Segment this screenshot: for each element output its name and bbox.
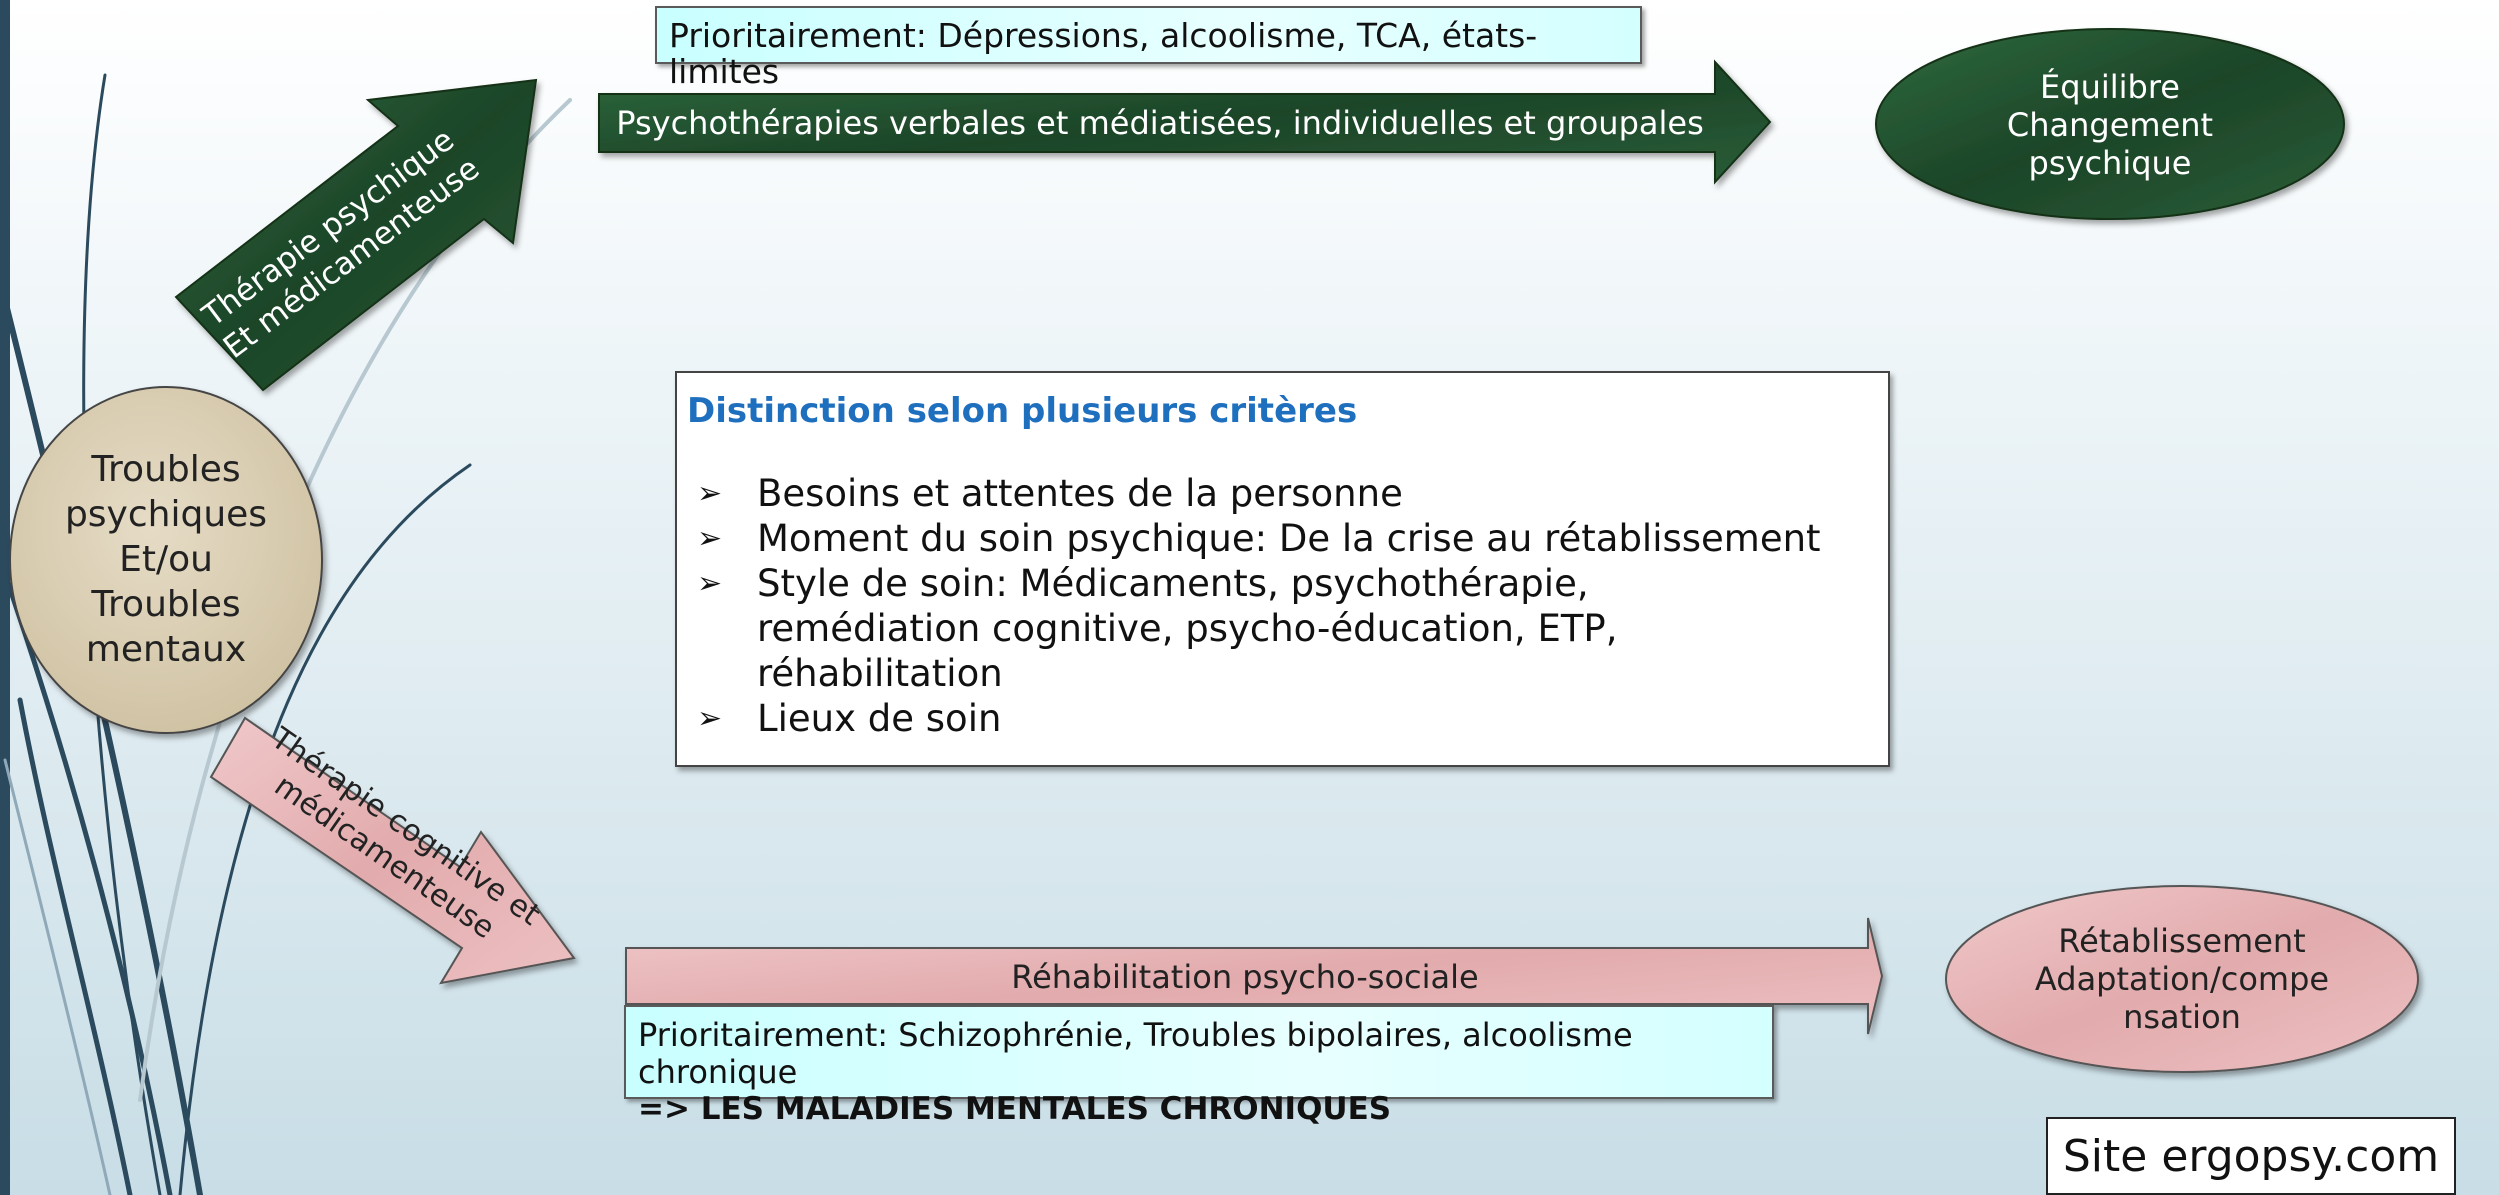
source-text: Troubles psychiques Et/ou Troubles menta… (64, 449, 268, 670)
ellipse-equilibrium (1875, 28, 2345, 220)
criteria-item: ➢Style de soin: Médicaments, psychothéra… (697, 562, 1618, 695)
diagonal-arrow-psychic-therapy (174, 78, 538, 392)
criteria-item: ➢Lieux de soin (697, 697, 1002, 740)
arrow-bullet-icon: ➢ (697, 701, 723, 736)
arrow-bullet-icon: ➢ (697, 476, 723, 511)
arrow-rehabilitation (625, 917, 1884, 1035)
criteria-title: Distinction selon plusieurs critères (687, 391, 1358, 431)
criteria-item: ➢Besoins et attentes de la personne (697, 472, 1403, 515)
arrow-label-rehabilitation: Réhabilitation psycho-sociale (1011, 958, 1479, 996)
criteria-item: ➢Moment du soin psychique: De la crise a… (697, 517, 1821, 560)
ellipse-recovery (1945, 885, 2419, 1073)
arrow-bullet-icon: ➢ (697, 521, 723, 556)
arrow-label-psychotherapies: Psychothérapies verbales et médiatisées,… (616, 104, 1704, 142)
target-box-bottom: Prioritairement: Schizophrénie, Troubles… (624, 1005, 1774, 1127)
outcome-text-top: Équilibre Changement psychique (2006, 68, 2214, 182)
circle-troubles (9, 386, 323, 734)
outcome-text-bottom: Rétablissement Adaptation/compe nsation (2034, 922, 2330, 1036)
criteria-list: ➢Besoins et attentes de la personne ➢Mom… (687, 471, 1878, 741)
target-box-top: Prioritairement: Dépressions, alcoolisme… (655, 6, 1642, 90)
criteria-box: Distinction selon plusieurs critères ➢Be… (675, 371, 1890, 767)
arrow-psychotherapies (598, 59, 1772, 185)
sidebar-band (0, 0, 10, 1195)
diagonal-arrow-cognitive-therapy (209, 716, 576, 985)
arrow-bullet-icon: ➢ (697, 566, 723, 601)
site-label: Site ergopsy.com (2046, 1117, 2456, 1195)
